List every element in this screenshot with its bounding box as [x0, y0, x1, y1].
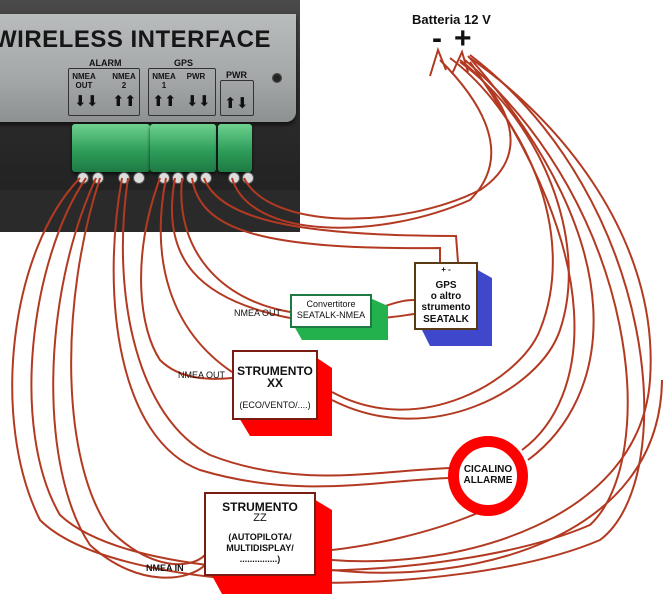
gps-box-line2: o altro	[430, 291, 462, 302]
wire	[140, 177, 233, 380]
gps-box-line4: SEATALK	[423, 314, 469, 325]
wire	[331, 57, 652, 563]
arrow-down-icon: ⬇	[86, 93, 99, 110]
arrow-up-icon: ⬆	[152, 93, 165, 110]
wire	[243, 59, 512, 220]
alarm-group-label: ALARM	[89, 58, 122, 68]
wire	[191, 177, 441, 262]
wire	[231, 59, 493, 229]
strumento-zz-line4: MULTIDISPLAY/	[226, 543, 294, 553]
device-title: WIRELESS INTERFACE	[0, 26, 272, 53]
buzzer-label: CICALINO ALLARME	[448, 464, 528, 486]
wire	[469, 61, 576, 451]
strumento-xx-box: STRUMENTO XX (ECO/VENTO/....)	[232, 350, 332, 436]
wire	[331, 61, 570, 420]
buzzer-line1: CICALINO	[463, 464, 513, 475]
arrow-down-icon: ⬇	[198, 93, 211, 110]
wire	[467, 55, 595, 461]
buzzer-line2: ALLARME	[463, 475, 513, 486]
arrow-down-icon: ⬇	[74, 93, 87, 110]
strumento-zz-line1: STRUMENTO	[222, 500, 298, 514]
terminal-block-pwr	[218, 124, 252, 172]
terminal-block-alarm	[72, 124, 150, 172]
strumento-zz-line5: ...............)	[239, 554, 281, 564]
arrow-down-icon: ⬇	[236, 95, 249, 112]
wire	[11, 54, 646, 584]
pwr-group-label: PWR	[226, 70, 247, 80]
arrow-up-icon: ⬆	[224, 95, 237, 112]
wire	[170, 177, 291, 319]
wire	[70, 177, 206, 566]
strumento-xx-line1: STRUMENTO	[237, 364, 313, 378]
strumento-zz-line3: (AUTOPILOTA/	[228, 532, 292, 542]
wire	[331, 379, 663, 574]
converter-box: Convertitore SEATALK-NMEA	[290, 294, 388, 340]
gps-group-box	[148, 68, 216, 116]
battery-plus: +	[454, 22, 472, 55]
wire	[52, 177, 206, 579]
wire-label-nmea-out-converter: NMEA OUT	[234, 308, 282, 318]
alarm-group-box	[68, 68, 140, 116]
buzzer-ring-icon	[448, 436, 528, 516]
pwr-group-box	[220, 80, 254, 116]
strumento-xx-line3: (ECO/VENTO/....)	[239, 400, 311, 410]
arrow-up-icon: ⬆	[124, 93, 137, 110]
gps-group-label: GPS	[174, 58, 194, 68]
wire-label-nmea-out-xx: NMEA OUT	[178, 370, 226, 380]
gps-terminals-label: + -	[441, 265, 451, 274]
arrow-up-icon: ⬆	[164, 93, 177, 110]
gps-seatalk-box: + - GPS o altro strumento SEATALK	[414, 262, 492, 346]
wire	[203, 177, 459, 263]
gps-pwr-label: PWR	[186, 72, 206, 81]
gps-box-line3: strumento	[421, 302, 471, 313]
screw-icon	[133, 172, 145, 184]
wire	[112, 177, 451, 488]
wire	[159, 177, 233, 373]
wire	[30, 59, 629, 572]
battery-minus: -	[432, 22, 442, 55]
converter-line1: Convertitore	[306, 299, 356, 309]
arrow-up-icon: ⬆	[112, 93, 125, 110]
terminal-block-gps	[150, 124, 216, 172]
strumento-xx-line2: XX	[266, 376, 283, 390]
arrow-down-icon: ⬇	[186, 93, 199, 110]
arrowhead-icon	[429, 46, 447, 77]
wire	[121, 177, 453, 477]
strumento-zz-line2: ZZ	[253, 512, 267, 524]
wire	[180, 177, 291, 313]
strumento-zz-box: STRUMENTO ZZ (AUTOPILOTA/ MULTIDISPLAY/ …	[204, 492, 332, 594]
wire-label-nmea-in: NMEA IN	[146, 563, 184, 573]
converter-line2: SEATALK-NMEA	[296, 310, 366, 320]
gps-box-line1: GPS	[435, 280, 457, 291]
status-led-icon	[272, 73, 282, 83]
battery-label: Batteria 12 V	[412, 12, 491, 27]
arrowhead-icon	[451, 49, 469, 75]
